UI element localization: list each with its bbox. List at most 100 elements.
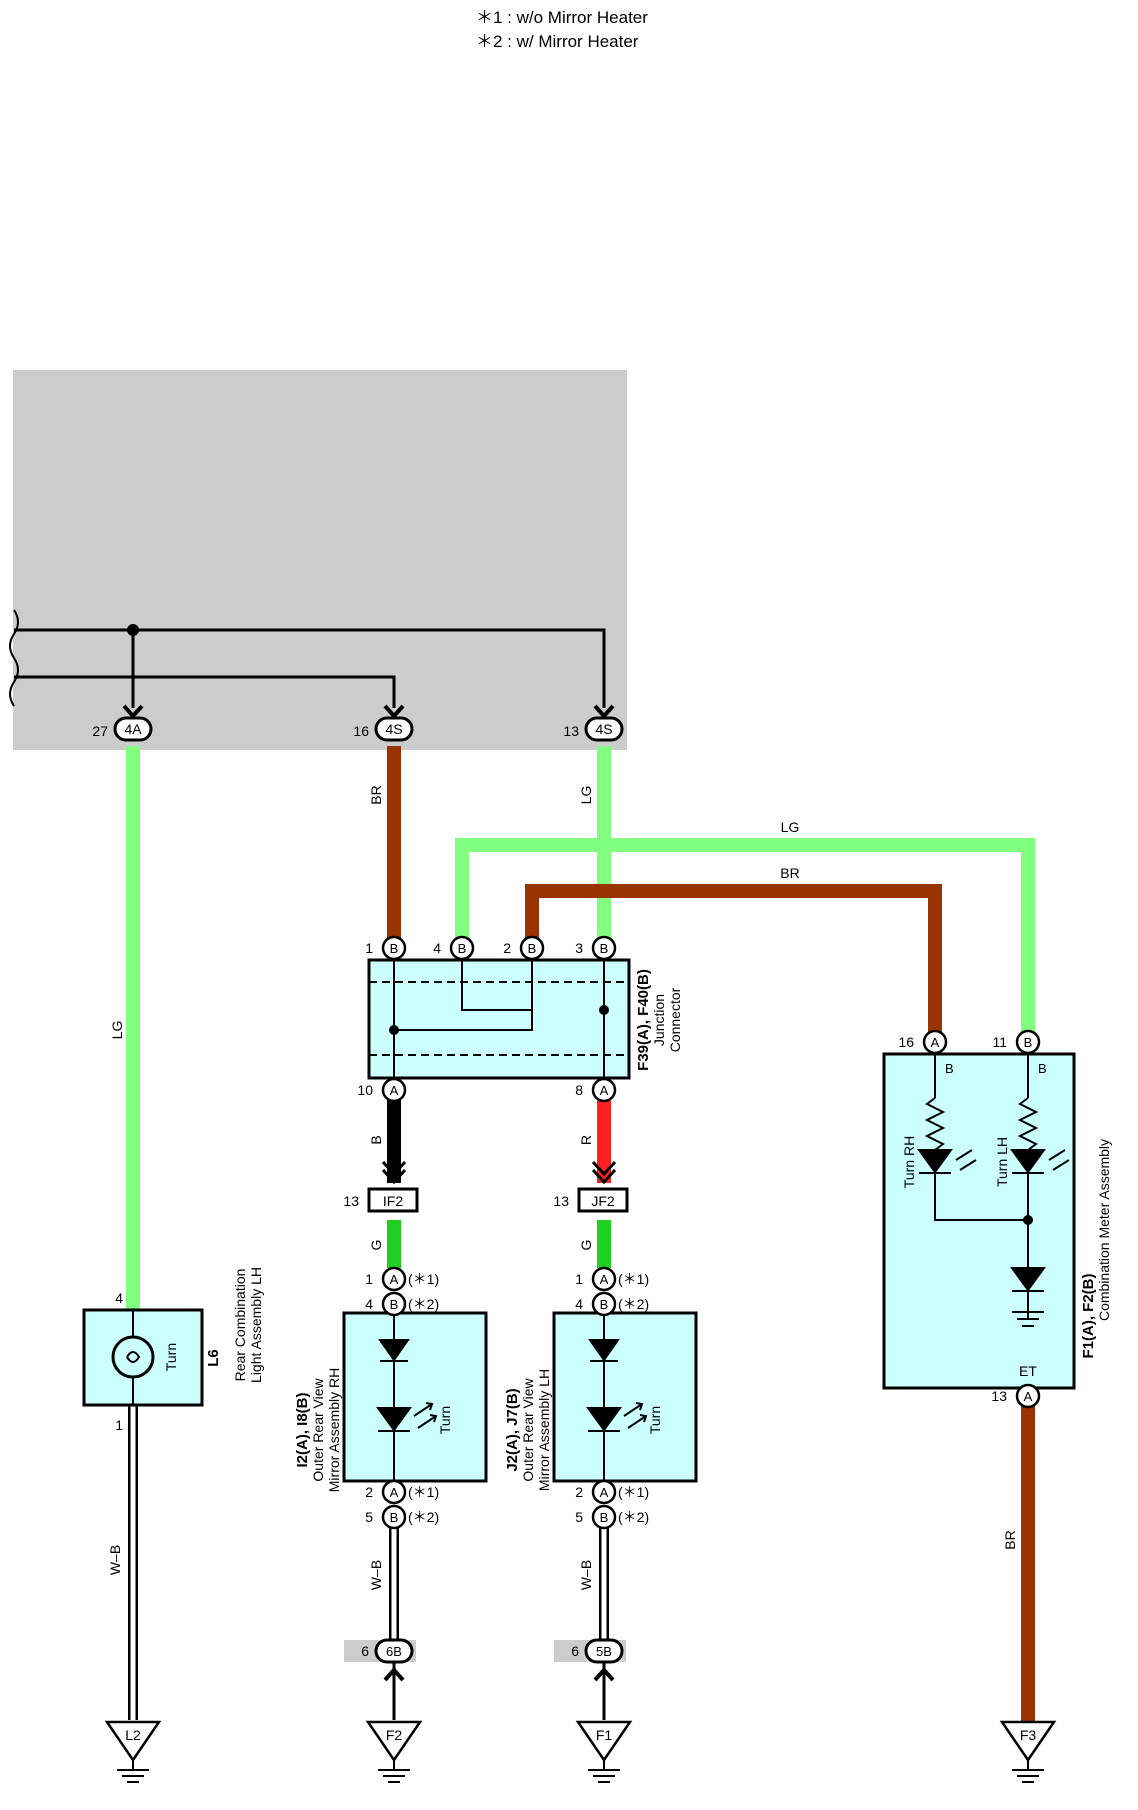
svg-text:(＊1): (＊1): [618, 1271, 649, 1287]
svg-text:13: 13: [563, 723, 579, 739]
i2-mirror-rh: Turn I2(A), I8(B) Outer Rear View Mirror…: [294, 1311, 488, 1492]
ecu-arrow-13: [593, 704, 615, 719]
svg-text:2: 2: [365, 1484, 373, 1500]
svg-text:1: 1: [575, 1271, 583, 1287]
svg-text:5B: 5B: [596, 1644, 612, 1659]
arrow-if2: [381, 1160, 407, 1185]
junction-pin-2: 2 B: [503, 935, 545, 961]
svg-text:4S: 4S: [385, 721, 402, 737]
diode-icon: [588, 1339, 620, 1362]
svg-text:Mirror Assembly LH: Mirror Assembly LH: [536, 1369, 552, 1491]
ground-icon: [117, 1760, 149, 1783]
svg-text:8: 8: [575, 1082, 583, 1098]
label-wb-l6: W–B: [107, 1545, 123, 1575]
splice-dot: [127, 624, 139, 636]
svg-text:A: A: [600, 1485, 609, 1500]
svg-text:B: B: [600, 1510, 609, 1525]
junction-connector: [367, 949, 631, 1088]
svg-text:2: 2: [503, 940, 511, 956]
bottom-connector-5b: 6 5B: [571, 1638, 624, 1664]
svg-text:J2(A), J7(B): J2(A), J7(B): [504, 1388, 521, 1471]
led-icon: [1010, 1149, 1046, 1174]
svg-text:B: B: [390, 941, 399, 956]
i2-pins: 1 A (＊1) 4 B (＊2) 2 A (＊1) 5 B (＊2): [365, 1266, 439, 1530]
meter-label: F1(A), F2(B) Combination Meter Assembly: [1080, 1139, 1112, 1359]
svg-text:6: 6: [361, 1643, 369, 1659]
junction-label: F39(A), F40(B) Junction Connector: [635, 969, 683, 1071]
svg-text:(＊1): (＊1): [408, 1484, 439, 1500]
ecu-area: [13, 370, 627, 750]
label-wb-i2: W–B: [368, 1560, 384, 1590]
connector-jf2: 13 JF2: [553, 1187, 629, 1213]
svg-text:4: 4: [575, 1296, 583, 1312]
svg-text:F3: F3: [1020, 1727, 1037, 1743]
svg-text:IF2: IF2: [383, 1193, 403, 1209]
svg-text:L6: L6: [205, 1349, 222, 1367]
svg-text:A: A: [390, 1485, 399, 1500]
svg-text:Rear Combination: Rear Combination: [232, 1269, 248, 1382]
notes: ＊1 : w/o Mirror Heater ＊2 : w/ Mirror He…: [476, 6, 648, 54]
svg-text:4: 4: [115, 1290, 123, 1306]
wire-br-top: [525, 884, 942, 1040]
arrow-jf2: [591, 1160, 617, 1185]
svg-text:Connector: Connector: [667, 987, 683, 1052]
svg-text:F1(A), F2(B): F1(A), F2(B): [1080, 1274, 1097, 1359]
svg-text:10: 10: [357, 1082, 373, 1098]
ground-f2: F2: [365, 1720, 423, 1783]
svg-text:L2: L2: [125, 1727, 141, 1743]
led-icon: [586, 1407, 622, 1432]
svg-text:(＊1): (＊1): [618, 1484, 649, 1500]
svg-text:B: B: [600, 941, 609, 956]
junction-pin-8: 8 A: [575, 1077, 617, 1103]
ground-icon: [1012, 1292, 1044, 1327]
svg-text:JF2: JF2: [591, 1193, 615, 1209]
svg-text:Junction: Junction: [651, 994, 667, 1046]
svg-text:Turn: Turn: [647, 1406, 663, 1434]
svg-text:B: B: [600, 1297, 609, 1312]
j2-mirror-lh: Turn J2(A), J7(B) Outer Rear View Mirror…: [504, 1311, 698, 1491]
j2-pins: 1 A (＊1) 4 B (＊2) 2 A (＊1) 5 B (＊2): [575, 1266, 649, 1530]
label-lg-mid: LG: [578, 786, 594, 805]
combination-meter: B B Turn RH Turn LH ET: [882, 1052, 1076, 1390]
svg-text:B: B: [945, 1061, 954, 1076]
svg-text:Light Assembly LH: Light Assembly LH: [248, 1267, 264, 1383]
junction-pin-3: 3 B: [575, 935, 617, 961]
led-icon: [376, 1407, 412, 1432]
ground-l2: L2: [104, 1720, 162, 1783]
svg-text:A: A: [600, 1083, 609, 1098]
led-icon: [917, 1149, 953, 1174]
svg-text:F39(A), F40(B): F39(A), F40(B): [635, 969, 652, 1071]
svg-text:A: A: [600, 1272, 609, 1287]
label-lg-top: LG: [781, 819, 800, 835]
meter-pins: 16 A 11 B 13 A: [898, 1029, 1041, 1409]
ground-icon: [588, 1760, 620, 1783]
svg-text:Combination Meter Assembly: Combination Meter Assembly: [1096, 1139, 1112, 1321]
junction-pin-4: 4 B: [433, 935, 475, 961]
svg-text:B: B: [458, 941, 467, 956]
wire-lg-top: [455, 838, 1035, 1040]
ground-f1: F1: [575, 1720, 633, 1783]
svg-text:B: B: [1024, 1035, 1033, 1050]
svg-text:1: 1: [115, 1417, 123, 1433]
connector-if2: 13 IF2: [343, 1187, 419, 1213]
svg-text:Mirror Assembly RH: Mirror Assembly RH: [326, 1368, 342, 1492]
arrow-f2: [383, 1667, 405, 1682]
svg-text:13: 13: [991, 1388, 1007, 1404]
svg-text:1: 1: [365, 1271, 373, 1287]
svg-text:(＊1): (＊1): [408, 1271, 439, 1287]
label-wb-j2: W–B: [578, 1560, 594, 1590]
ground-f3: F3: [999, 1720, 1057, 1783]
l6-rear-combination-light: 4 Turn 1 L6 Rear Combination Light Assem…: [82, 1267, 264, 1433]
junction-pin-1: 1 B: [365, 935, 407, 961]
svg-text:Turn LH: Turn LH: [994, 1137, 1010, 1187]
svg-text:13: 13: [553, 1193, 569, 1209]
svg-text:F2: F2: [386, 1727, 403, 1743]
svg-text:16: 16: [898, 1034, 914, 1050]
label-g-left: G: [368, 1240, 384, 1251]
diode-icon: [1010, 1267, 1046, 1292]
svg-text:Outer Rear View: Outer Rear View: [310, 1377, 326, 1481]
svg-text:(＊2): (＊2): [408, 1296, 439, 1312]
label-b-left: B: [368, 1135, 384, 1144]
svg-text:A: A: [390, 1083, 399, 1098]
svg-text:11: 11: [992, 1034, 1007, 1050]
